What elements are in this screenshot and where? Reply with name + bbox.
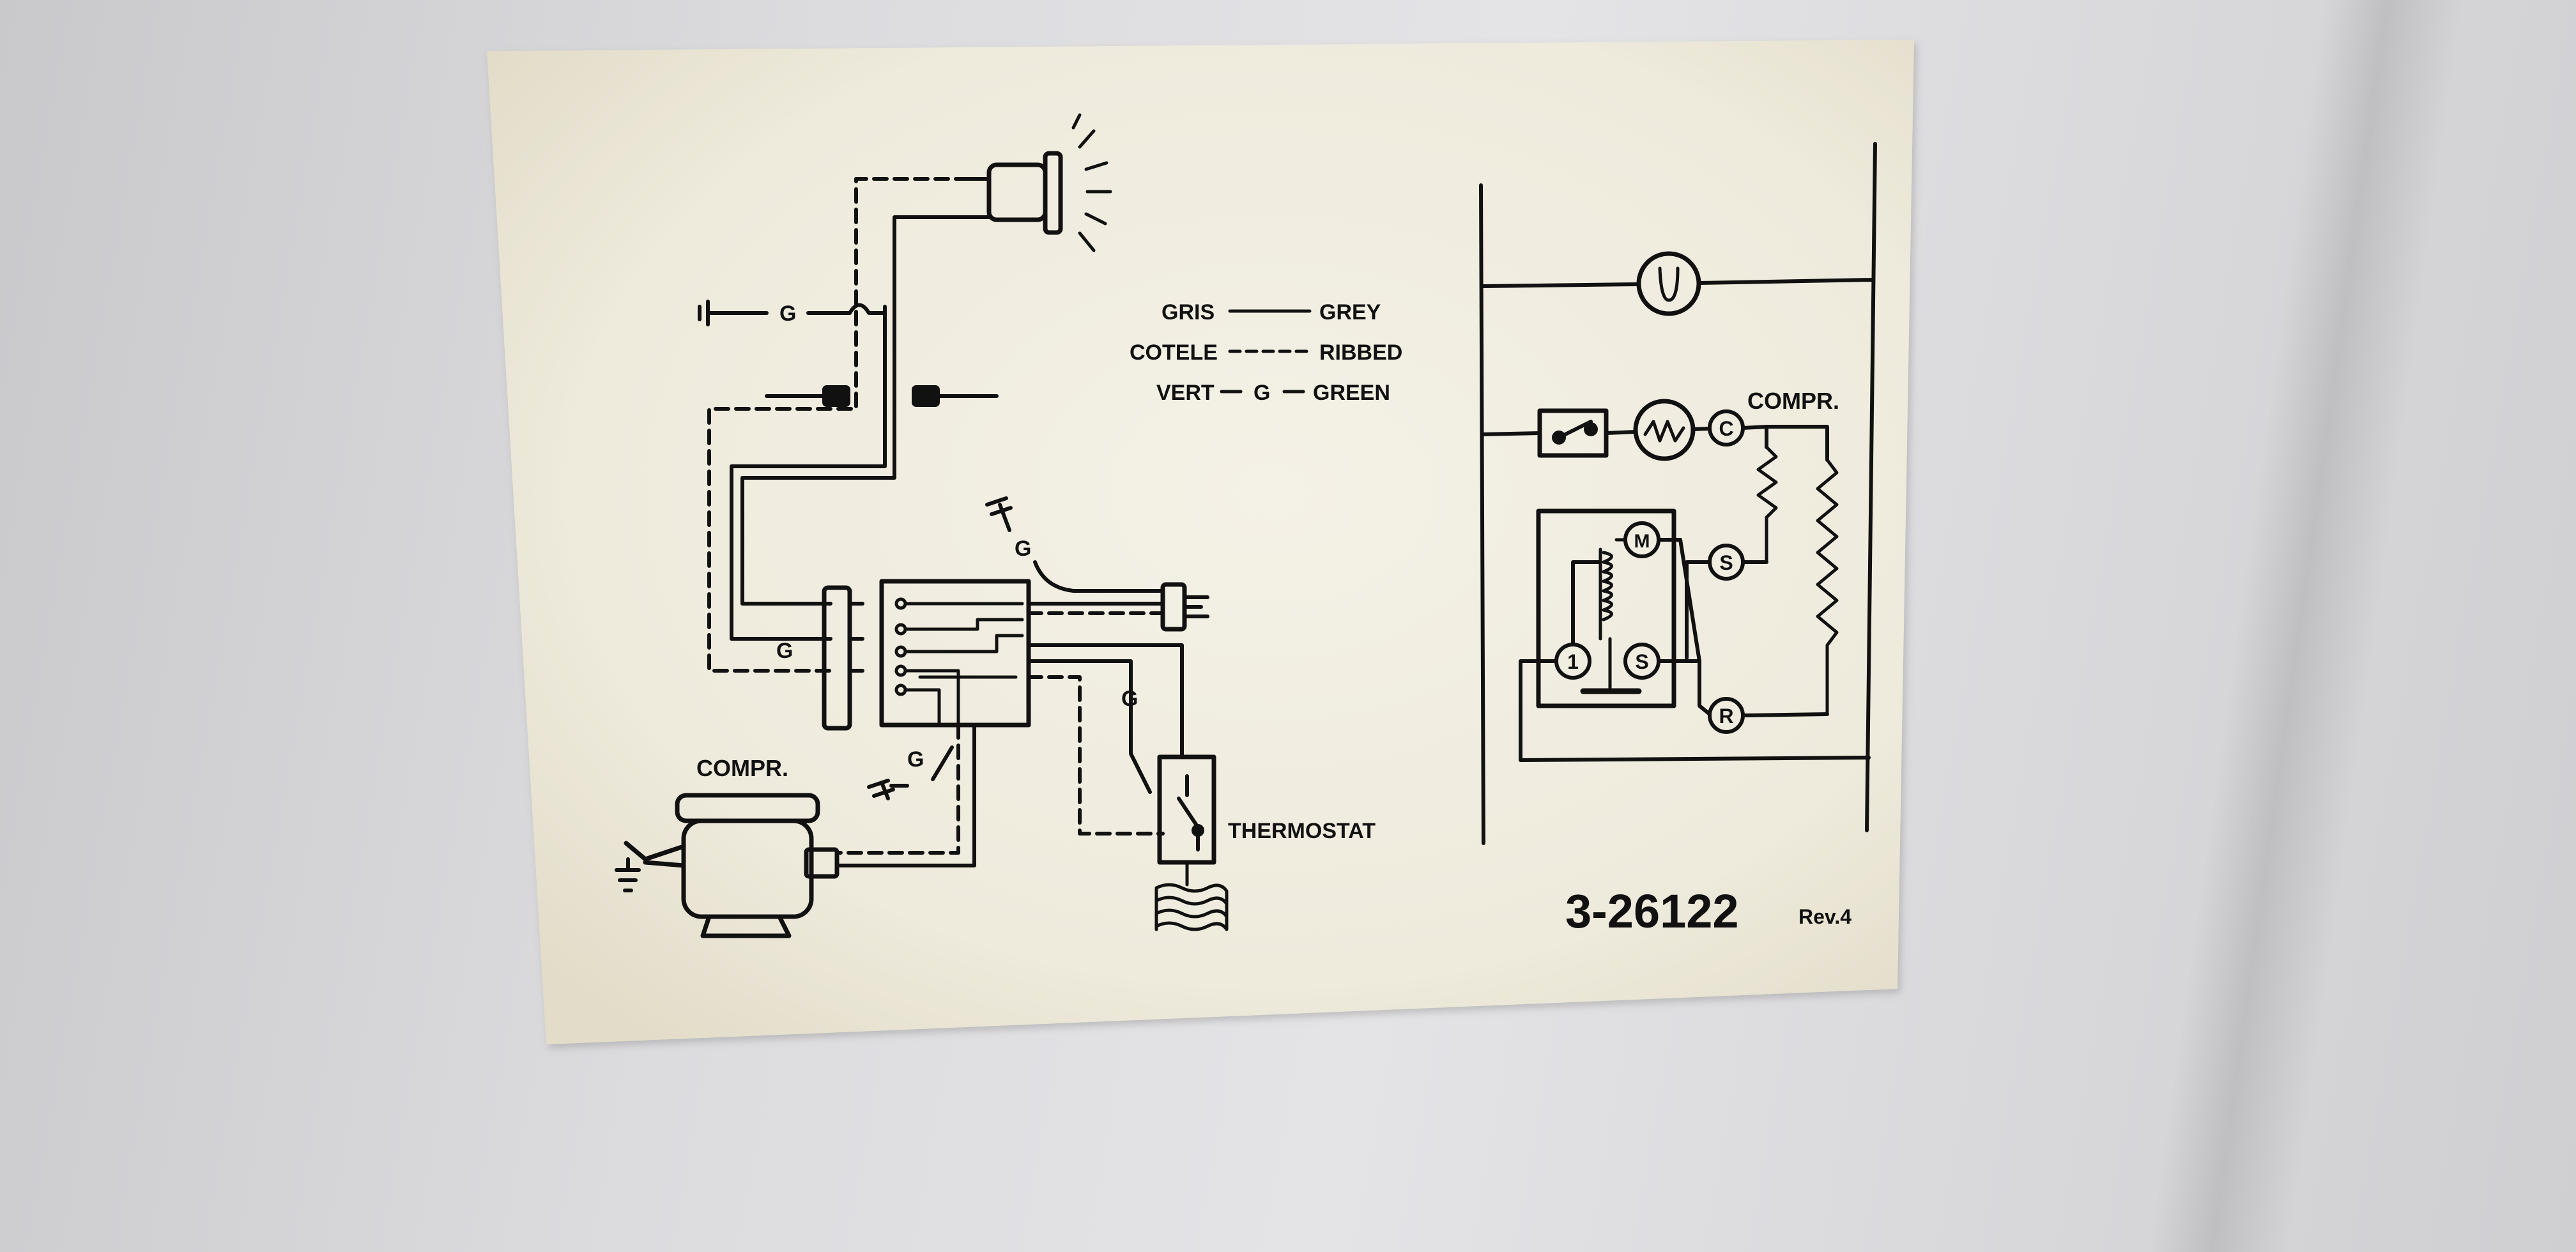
control-box-terminals [894, 597, 1024, 727]
wiring-diagram [615, 113, 1877, 938]
relay-coil [1598, 538, 1627, 641]
start-winding [1756, 445, 1778, 564]
left-rail [1479, 183, 1485, 845]
ground-g-top: G [779, 302, 796, 326]
schematic-compressor-label: COMPR. [1747, 388, 1839, 414]
legend-gris: GRIS [1162, 300, 1215, 324]
grey-wire-lamp [740, 215, 991, 606]
compressor-wire-ribbed [835, 723, 960, 855]
compressor-wire-grey [835, 723, 976, 867]
control-box [879, 579, 1031, 728]
terminal-c-label: C [1719, 417, 1733, 440]
legend-green: GREEN [1313, 381, 1390, 405]
legend-lines [1220, 309, 1312, 393]
relay-m-label: M [1634, 531, 1650, 552]
legend-g: G [1254, 381, 1270, 405]
terminal-s-label: S [1719, 551, 1733, 574]
schematic [1479, 142, 1877, 845]
thermostat-wire-green [1027, 659, 1152, 794]
thermostat-label: THERMOSTAT [1228, 819, 1376, 843]
thermostat-wire-ribbed [1027, 675, 1165, 836]
compressor-pictorial [624, 793, 839, 938]
thermostat-bulb-coil [1154, 860, 1229, 931]
ribbed-wire-lamp [707, 177, 991, 673]
ground-g-plug: G [1015, 537, 1031, 561]
relay-1-label: 1 [1567, 650, 1579, 673]
relay-box [1536, 508, 1676, 708]
ground-symbol-top [698, 300, 887, 326]
ground-symbol-compressor [867, 745, 954, 800]
inline-connector-right [912, 385, 999, 407]
text-layer: GRIS GREY COTELE RIBBED VERT G GREEN G G… [696, 300, 1851, 938]
terminal-strip [822, 585, 852, 731]
ground-symbol-plug [985, 496, 1165, 593]
document-revision: Rev.4 [1798, 905, 1851, 928]
thermostat-switch [1177, 774, 1204, 851]
relay-s-label: S [1635, 650, 1648, 673]
lamp-rays [1071, 113, 1112, 252]
inline-connector-left [765, 385, 850, 407]
ground-g-strip: G [776, 639, 793, 663]
ground-symbol-compressor-left [615, 857, 641, 892]
legend-ribbed: RIBBED [1319, 340, 1402, 365]
power-plug [1027, 582, 1209, 632]
document-number: 3-26122 [1565, 885, 1739, 938]
legend-vert: VERT [1156, 381, 1215, 405]
terminal-r-label: R [1719, 705, 1733, 728]
legend-cotele: COTELE [1130, 340, 1218, 365]
ground-g-compressor: G [907, 747, 924, 772]
right-rail [1865, 142, 1877, 832]
grey-wire-lamp-2 [730, 305, 887, 641]
paper-sheet [487, 40, 1914, 1044]
legend-grey: GREY [1319, 300, 1381, 324]
thermostat-wire-grey [1027, 643, 1184, 759]
run-winding [1816, 458, 1839, 716]
ground-g-thermostat: G [1121, 687, 1138, 711]
pictorial-compressor-label: COMPR. [696, 755, 788, 781]
